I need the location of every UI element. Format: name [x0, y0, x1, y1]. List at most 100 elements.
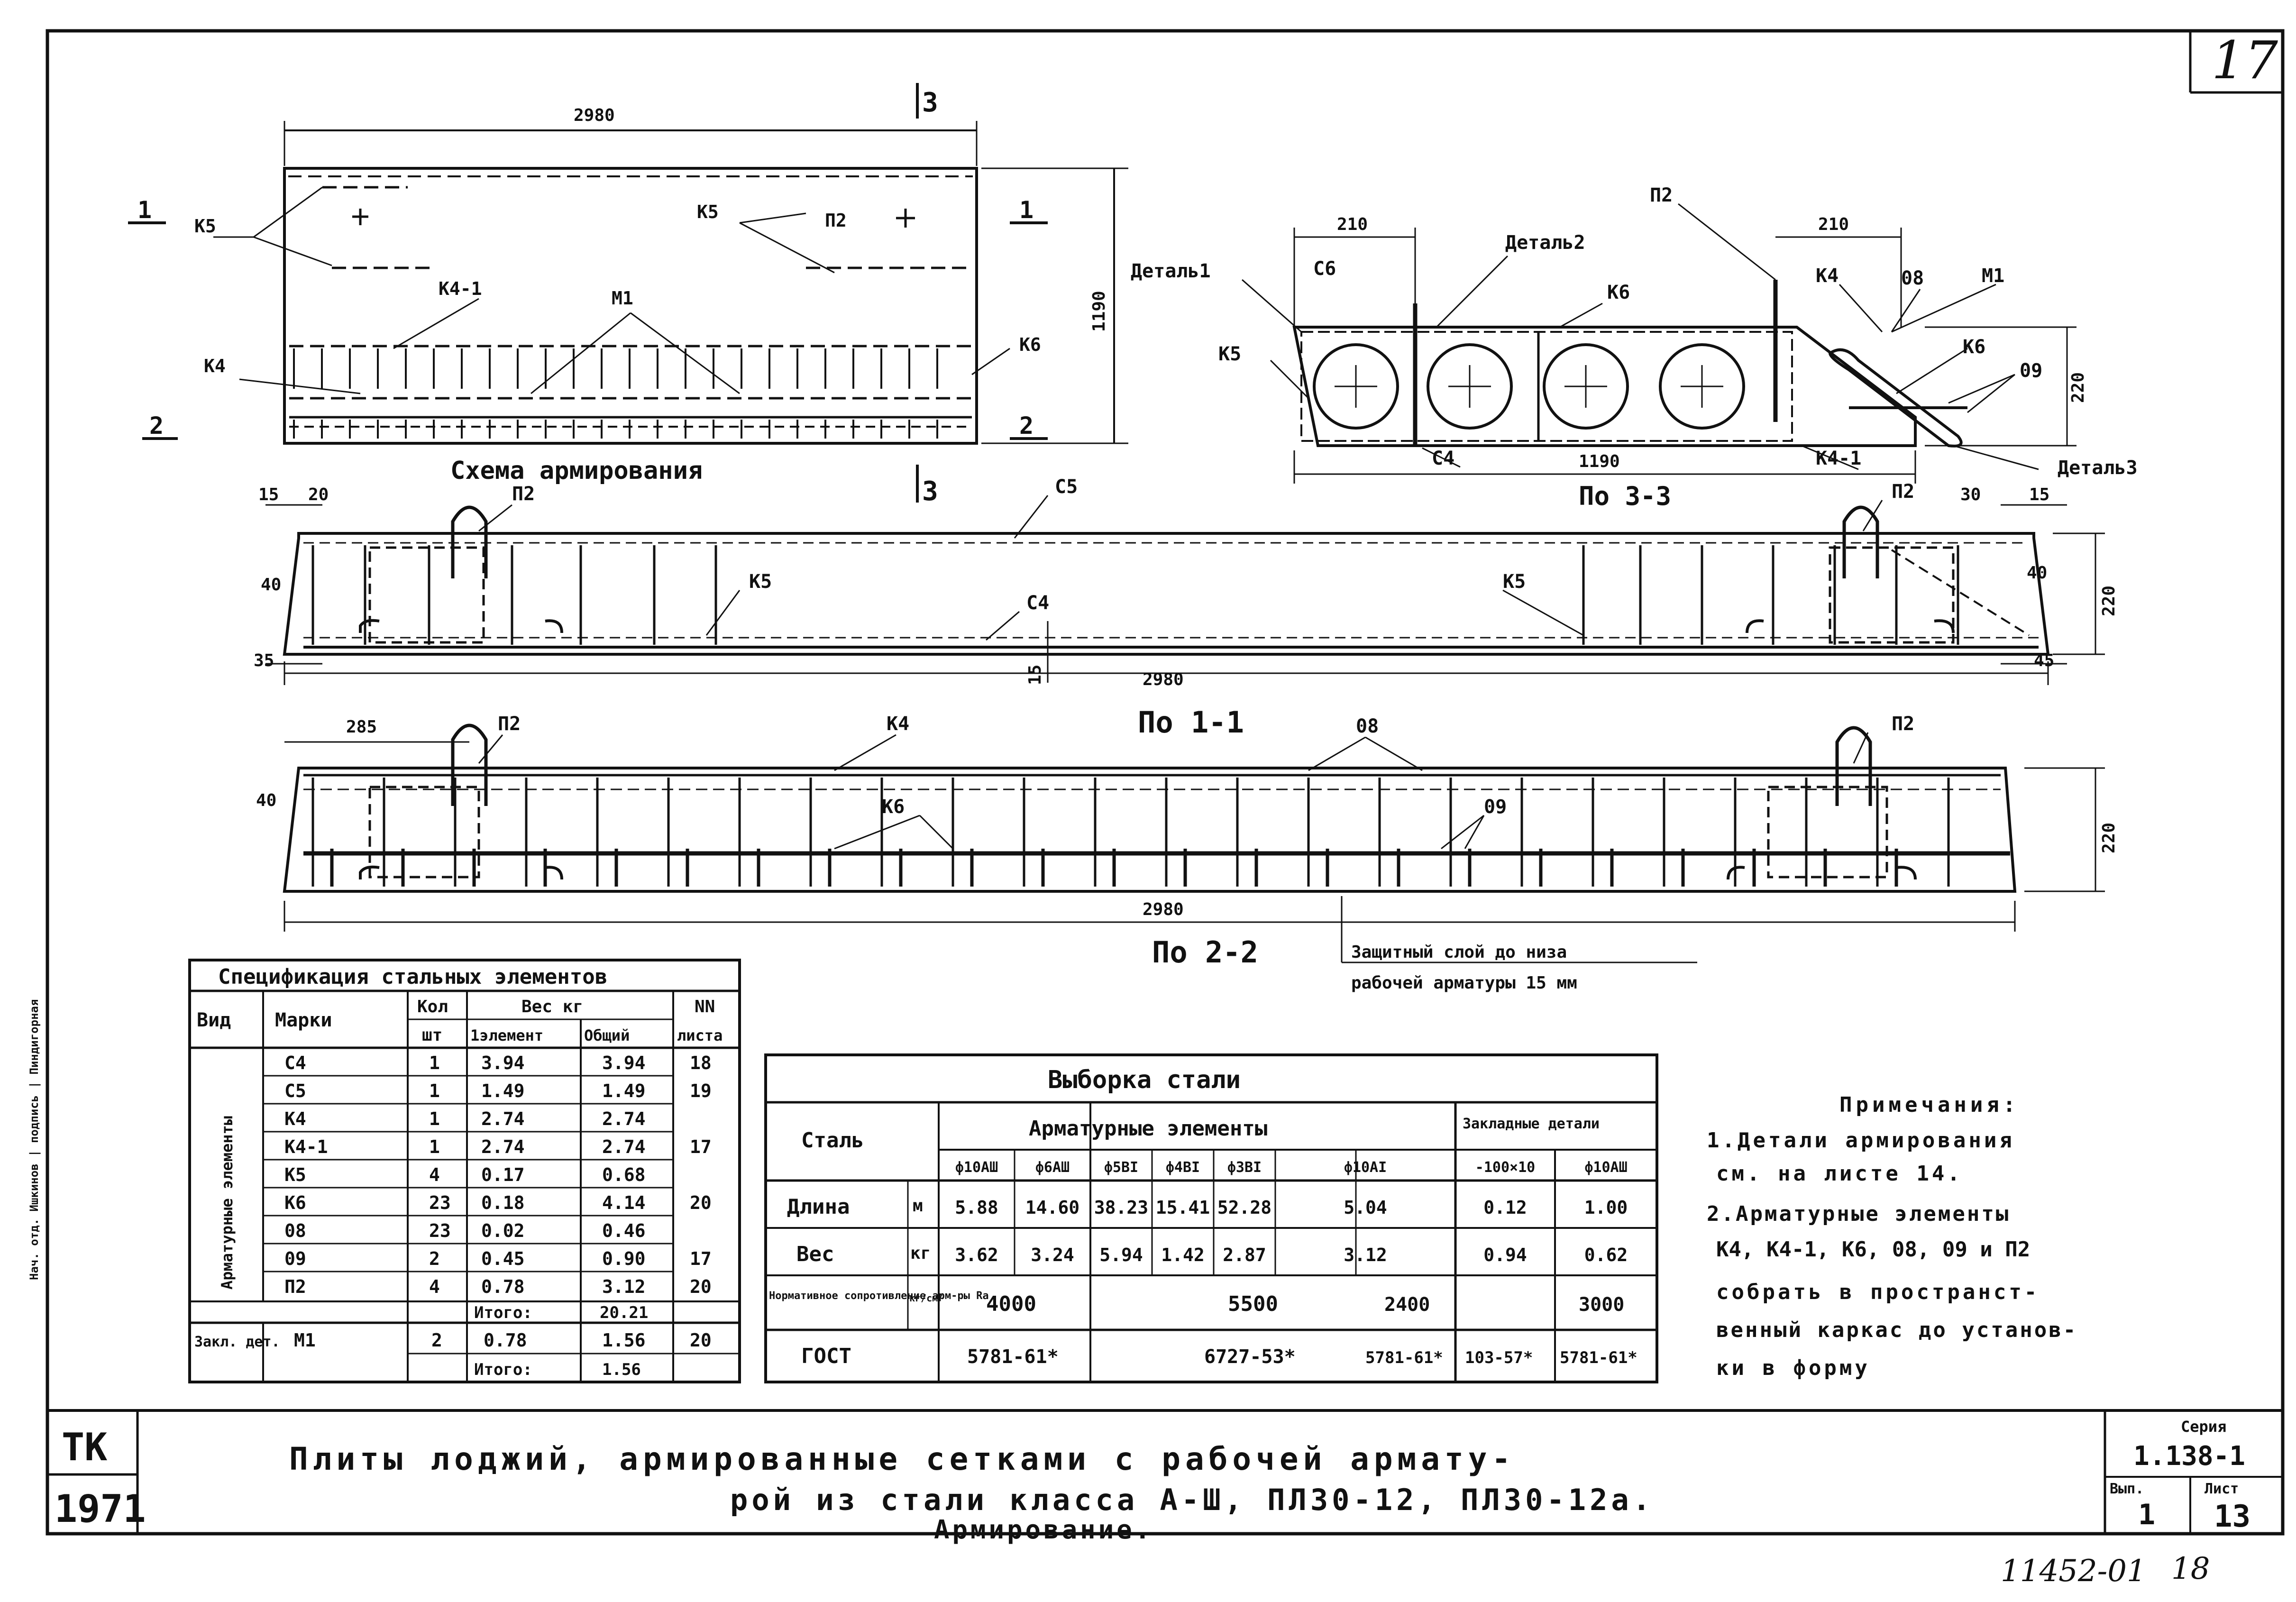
- s11-dim-40-left: 40: [261, 575, 281, 595]
- vyb-r-2: 2400: [1384, 1294, 1430, 1316]
- label-09-s22: 09: [1484, 796, 1507, 818]
- note-2a: 2.Арматурные элементы: [1707, 1202, 2010, 1226]
- spec-cell-list: 20: [690, 1192, 712, 1213]
- label-p2-s11-left: П2: [512, 483, 535, 505]
- section-2-2: [283, 723, 2105, 963]
- reinforcement-scheme: [128, 83, 1128, 503]
- spec-cell-marka: С5: [284, 1080, 306, 1101]
- spec-cell-total: 1.49: [602, 1080, 646, 1101]
- spec-h-vid: Вид: [197, 1009, 231, 1031]
- s11-dim-30: 30: [1960, 485, 1981, 504]
- protective-note-line1: Защитный слой до низа: [1351, 943, 1567, 962]
- stamp-issue-no: 1: [2138, 1498, 2155, 1531]
- s11-dim-15-mid: 15: [1025, 665, 1045, 685]
- vyb-len-value: 0.12: [1483, 1197, 1527, 1218]
- spec-m1-one: 0.78: [484, 1330, 527, 1351]
- spec-cell-kol: 4: [429, 1276, 440, 1297]
- label-detail3: Деталь3: [2058, 457, 2138, 479]
- spec-itogo1-label: Итого:: [474, 1303, 532, 1322]
- spec-cell-kol: 1: [429, 1108, 440, 1129]
- note-2d: венный каркас до установ-: [1716, 1318, 2077, 1342]
- label-m1: М1: [612, 288, 633, 309]
- stamp-page-label: Лист: [2205, 1481, 2239, 1497]
- vyb-g-2: 5781-61*: [1365, 1348, 1443, 1367]
- spec-cell-kol: 1: [429, 1136, 440, 1157]
- vyb-col-header: ф10АШ: [955, 1159, 998, 1176]
- vyb-g-0: 5781-61*: [967, 1346, 1059, 1368]
- spec-itogo2-label: Итого:: [474, 1360, 532, 1379]
- steel-table-text: Выборка стали Сталь Арматурные элементы …: [769, 1066, 1637, 1368]
- stamp-page-no: 13: [2214, 1499, 2250, 1534]
- spec-cell-one: 3.94: [481, 1053, 525, 1073]
- spec-cell-total: 0.68: [602, 1164, 646, 1185]
- vyb-arm: Арматурные элементы: [1029, 1117, 1267, 1141]
- label-p2-s33: П2: [1650, 184, 1673, 206]
- spec-cell-total: 4.14: [602, 1192, 646, 1213]
- label-k4-1-s33: К4-1: [1816, 448, 1861, 469]
- s22-frame-right: [1767, 786, 1888, 879]
- spec-cell-total: 2.74: [602, 1108, 646, 1129]
- spec-cell-kol: 4: [429, 1164, 440, 1185]
- title-line1: Плиты лоджий, армированные сетками с раб…: [289, 1441, 1515, 1477]
- stamp-series-label: Серия: [2181, 1418, 2226, 1436]
- spec-group1: Арматурные элементы: [218, 1116, 236, 1290]
- label-c5-s11: С5: [1055, 476, 1078, 498]
- vyb-len-value: 38.23: [1094, 1197, 1148, 1218]
- label-c6: С6: [1313, 258, 1336, 280]
- sheet-border: [46, 29, 2285, 1536]
- s22-dim-220: 220: [2099, 823, 2119, 853]
- spec-cell-marka: 08: [284, 1220, 306, 1241]
- sheet-number: 17: [2212, 30, 2278, 91]
- vyb-len-value: 5.88: [955, 1197, 998, 1218]
- spec-m1-kol: 2: [431, 1330, 442, 1351]
- vyb-w-label: Вес: [796, 1242, 834, 1266]
- s33-title: По 3-3: [1579, 481, 1671, 511]
- notes-title: Примечания:: [1839, 1093, 2019, 1117]
- vyb-col-header: ф5ВI: [1104, 1159, 1138, 1176]
- note-1a: 1.Детали армирования: [1707, 1128, 2015, 1153]
- section-3-3: [1242, 203, 2076, 484]
- section-3-3-labels: 210 210 1190 220 Деталь1 С6 Деталь2 К6 К…: [1131, 184, 2138, 511]
- label-p2: П2: [825, 210, 847, 231]
- spec-h-nn: NN: [695, 997, 715, 1016]
- s11-dim-40-right: 40: [2027, 563, 2047, 583]
- cut-2-left: 2: [149, 412, 164, 439]
- spec-cell-marka: К4-1: [284, 1136, 328, 1157]
- spec-cell-one: 0.45: [481, 1248, 525, 1269]
- spec-cell-list: 17: [690, 1136, 712, 1157]
- cut-3-bottom: 3: [922, 476, 938, 507]
- spec-cell-kol: 1: [429, 1053, 440, 1073]
- title-line2: рой из стали класса А-Ш, ПЛ30-12, ПЛ30-1…: [730, 1483, 1654, 1517]
- spec-cell-marka: П2: [284, 1276, 306, 1297]
- scheme-title: Схема армирования: [450, 457, 703, 485]
- vyb-w-unit: кг: [910, 1244, 931, 1263]
- s11-frame-right: [1829, 546, 1955, 644]
- vyb-g-4: 5781-61*: [1560, 1348, 1637, 1367]
- spec-cell-one: 0.02: [481, 1220, 525, 1241]
- spec-cell-total: 0.46: [602, 1220, 646, 1241]
- margin-signatures: Нач. отд. Ишкинов | подпись | Пиндигорна…: [27, 999, 41, 1280]
- section-1-1: [265, 495, 2105, 685]
- spec-h-one: 1элемент: [470, 1026, 543, 1044]
- spec-cell-total: 0.90: [602, 1248, 646, 1269]
- note-2e: ки в форму: [1716, 1356, 1870, 1380]
- section-1-1-labels: 15 20 40 35 2980 15 30 15 40 220 45 П2 С…: [254, 476, 2119, 740]
- s33-dim-total: 1190: [1579, 452, 1620, 471]
- label-k5-s11-left: К5: [749, 571, 772, 593]
- spec-h-marka: Марки: [275, 1009, 332, 1031]
- title-line3: Армирование.: [934, 1515, 1153, 1545]
- title-block: ТК 1971 Плиты лоджий, армированные сетка…: [27, 999, 2250, 1589]
- spec-table: [188, 959, 741, 1383]
- spec-cell-one: 0.18: [481, 1192, 525, 1213]
- vyb-len-value: 1.00: [1584, 1197, 1628, 1218]
- label-detail1: Деталь1: [1131, 260, 1211, 282]
- spec-cell-marka: 09: [284, 1248, 306, 1269]
- vyb-r-label: Нормативное сопротивление арм-ры Rа: [769, 1290, 989, 1302]
- spec-cell-kol: 23: [429, 1192, 451, 1213]
- label-09-s33: 09: [2020, 360, 2042, 382]
- s22-dim-285: 285: [346, 717, 377, 737]
- vyb-r-1: 5500: [1228, 1292, 1278, 1316]
- s22-dim-2980: 2980: [1143, 900, 1184, 919]
- note-2b: К4, К4-1, К6, 08, 09 и П2: [1716, 1237, 2030, 1262]
- spec-cell-kol: 1: [429, 1080, 440, 1101]
